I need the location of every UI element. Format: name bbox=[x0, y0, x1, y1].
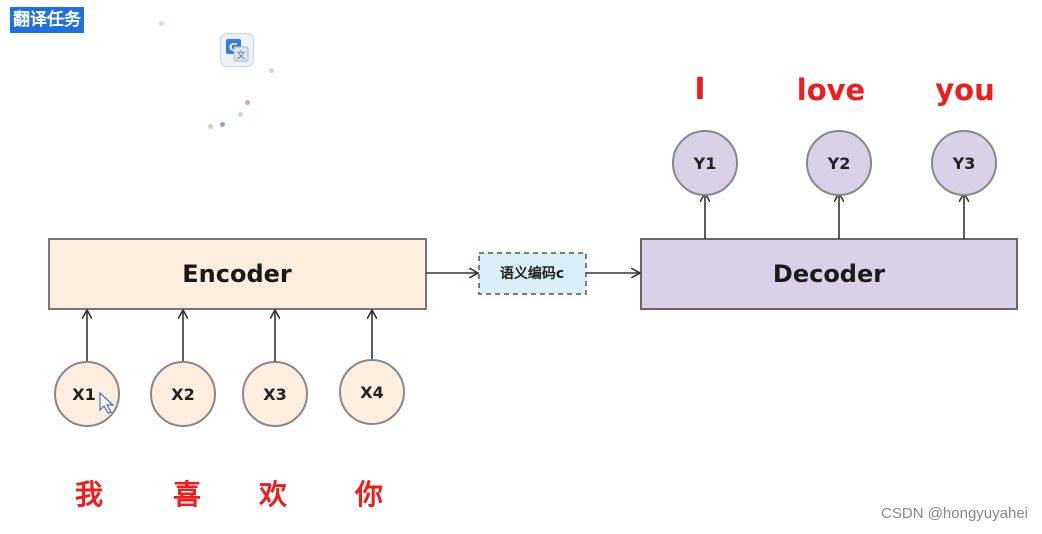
output-node-label: Y2 bbox=[827, 154, 851, 173]
watermark: CSDN @hongyuyahei bbox=[881, 505, 1028, 522]
input-word: 我 bbox=[75, 478, 103, 511]
speck-dot bbox=[159, 21, 164, 26]
google-translate-icon[interactable]: G 文 bbox=[220, 33, 254, 67]
speck-dot bbox=[208, 124, 213, 129]
output-node-label: Y1 bbox=[693, 154, 717, 173]
output-node-y2 bbox=[806, 130, 872, 196]
output-node-label: Y3 bbox=[952, 154, 976, 173]
output-word: love bbox=[797, 73, 865, 107]
speck-dot bbox=[245, 100, 250, 105]
speck-dot bbox=[269, 68, 274, 73]
svg-text:G: G bbox=[229, 41, 238, 54]
speck-dot bbox=[238, 112, 243, 117]
output-word: I bbox=[694, 72, 705, 107]
input-node-label: X1 bbox=[72, 385, 95, 404]
context-vector-label: 语义编码c bbox=[500, 265, 564, 282]
input-node-x1 bbox=[54, 361, 120, 427]
input-node-label: X3 bbox=[263, 385, 286, 404]
output-node-y3 bbox=[931, 130, 997, 196]
input-node-x3 bbox=[242, 361, 308, 427]
svg-text:文: 文 bbox=[236, 49, 245, 61]
input-word: 你 bbox=[354, 478, 383, 511]
decoder-box bbox=[640, 238, 1018, 310]
input-node-x4 bbox=[339, 359, 405, 425]
input-node-label: X2 bbox=[171, 385, 194, 404]
input-node-label: X4 bbox=[360, 383, 383, 402]
page-title: 翻译任务 bbox=[10, 7, 84, 33]
encoder-label: Encoder bbox=[182, 260, 292, 288]
output-node-y1 bbox=[672, 130, 738, 196]
context-vector-box bbox=[478, 252, 587, 295]
speck-dot bbox=[220, 122, 225, 127]
input-word: 喜 bbox=[173, 478, 201, 511]
decoder-label: Decoder bbox=[773, 260, 885, 288]
mouse-cursor-icon bbox=[99, 391, 115, 414]
output-word: you bbox=[935, 73, 994, 107]
input-word: 欢 bbox=[258, 478, 288, 511]
encoder-box bbox=[48, 238, 427, 310]
translate-glyph: G 文 bbox=[226, 39, 249, 62]
input-node-x2 bbox=[150, 361, 216, 427]
